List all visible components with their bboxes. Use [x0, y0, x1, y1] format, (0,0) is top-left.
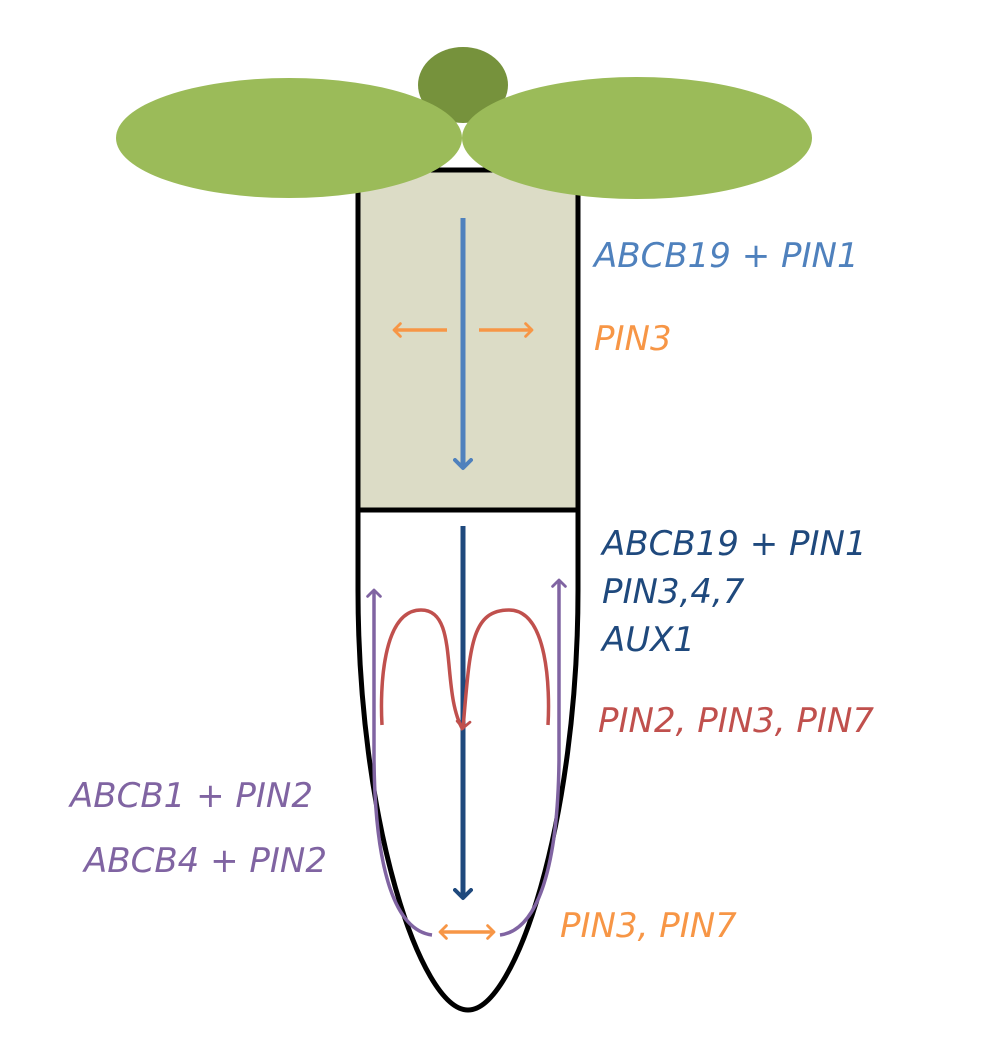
shoot-apex-bud: [418, 47, 508, 123]
right-cotyledon: [462, 77, 812, 199]
root-left-fountain-loop: [379, 608, 465, 731]
root-left-basipetal-arrow: [366, 588, 433, 937]
root-right-fountain-loop: [455, 608, 551, 730]
label-hypocotyl-shootward: ABCB19 + PIN1: [592, 236, 859, 276]
left-cotyledon: [116, 78, 462, 198]
label-root-fountain: PIN2, PIN3, PIN7: [598, 701, 874, 741]
root-outline: [355, 507, 581, 1013]
root-right-basipetal-arrow: [499, 578, 567, 937]
label-root-line2: PIN3,4,7: [602, 572, 745, 612]
label-root-basipetal2: ABCB4 + PIN2: [82, 841, 327, 881]
label-hypocotyl-lateral: PIN3: [594, 319, 672, 359]
hypocotyl: [355, 167, 581, 513]
label-root-basipetal1: ABCB1 + PIN2: [68, 776, 313, 816]
label-root-tip-lateral: PIN3, PIN7: [560, 906, 737, 946]
label-root-line1: ABCB19 + PIN1: [600, 524, 867, 564]
label-root-line3: AUX1: [600, 620, 695, 660]
